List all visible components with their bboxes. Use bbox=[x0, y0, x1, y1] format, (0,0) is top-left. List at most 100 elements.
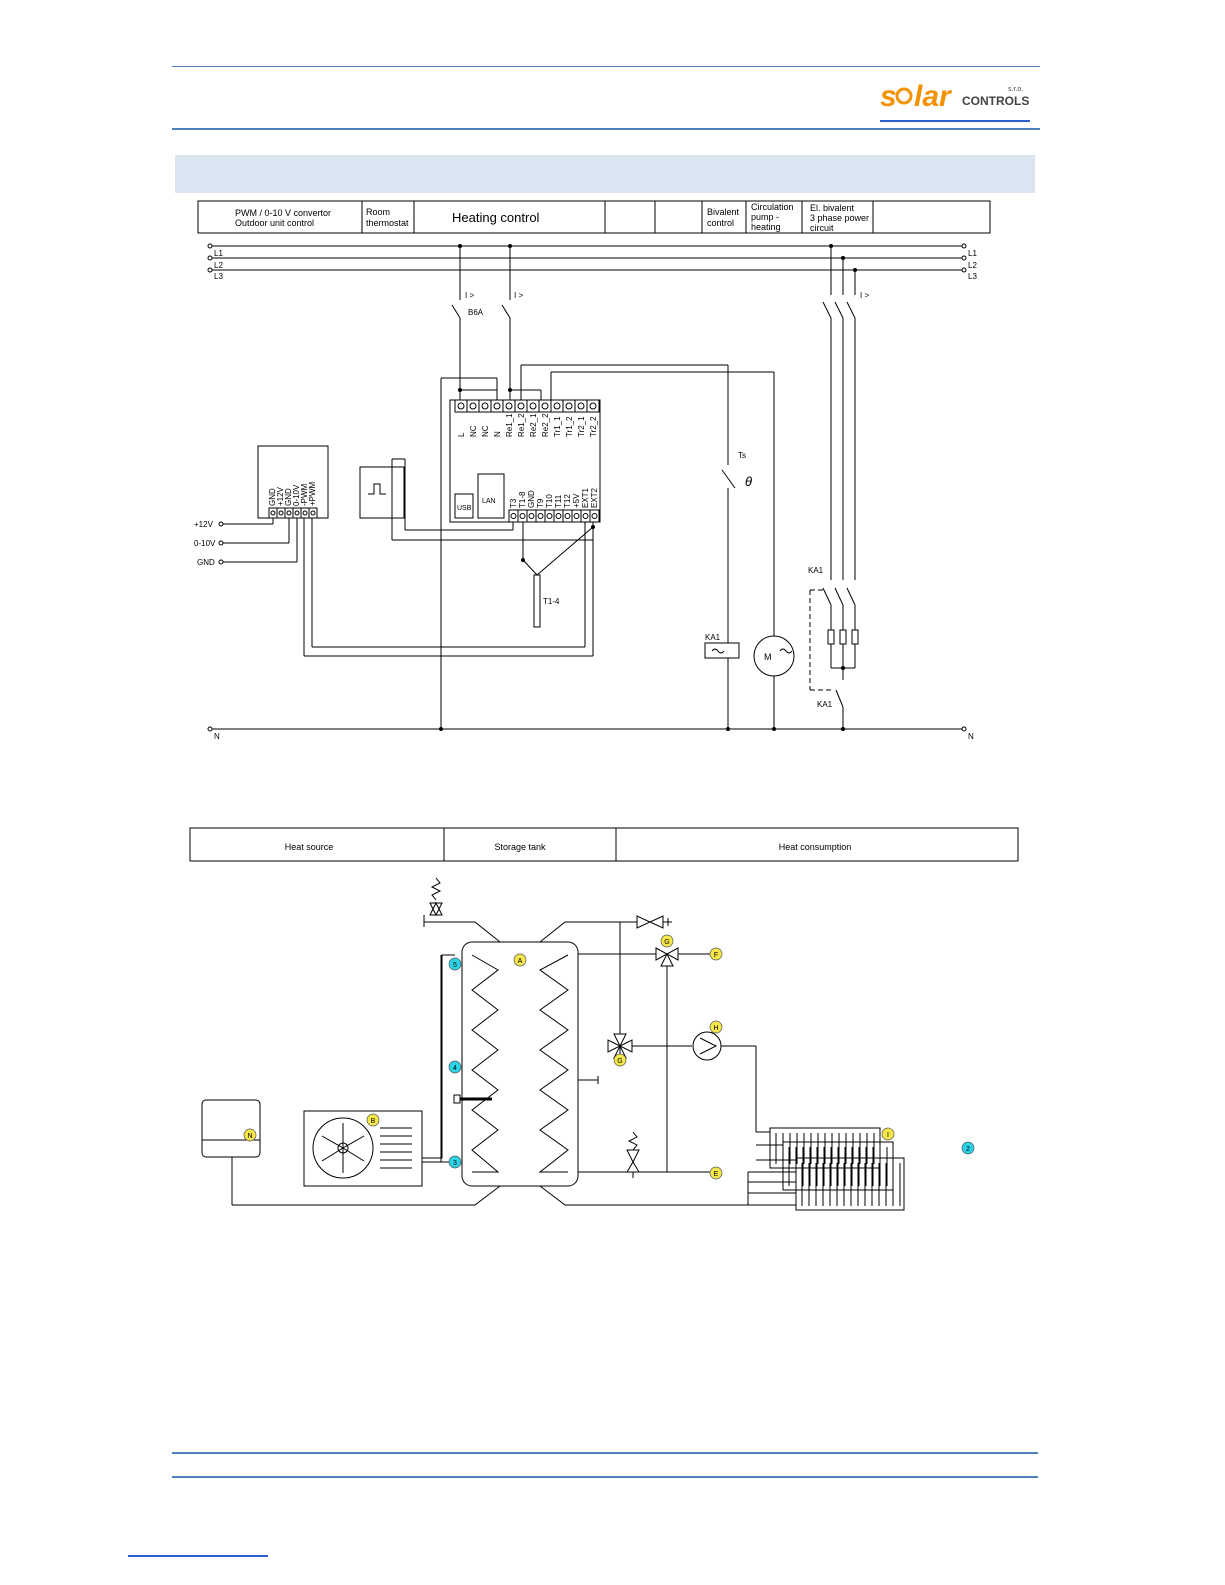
top-terminal-label: Re1_1 bbox=[505, 413, 514, 437]
header-room-2: thermostat bbox=[366, 218, 409, 228]
temperature-sensor bbox=[533, 574, 541, 628]
top-terminal-label: NC bbox=[481, 425, 490, 437]
breaker-symbol-3: I > bbox=[860, 291, 869, 300]
top-terminal bbox=[526, 399, 540, 413]
marker-cyan bbox=[448, 1060, 462, 1074]
wiring-diagram: PWM / 0-10 V convertor Outdoor unit cont… bbox=[194, 200, 991, 741]
top-terminal bbox=[454, 399, 468, 413]
contactor-label-2: KA1 bbox=[817, 700, 833, 709]
footer-link[interactable] bbox=[128, 1555, 268, 1557]
header-top-rule bbox=[172, 66, 1040, 67]
header-pump-2: pump - bbox=[751, 212, 779, 222]
top-terminal-label: NC bbox=[469, 425, 478, 437]
header-bottom-rule bbox=[172, 128, 1040, 130]
bottom-terminal bbox=[580, 509, 591, 523]
bottom-terminal bbox=[589, 509, 600, 523]
converter-input-010v: 0-10V bbox=[194, 539, 216, 548]
neutral-right: N bbox=[968, 732, 974, 741]
top-terminal-label: L bbox=[457, 432, 466, 437]
header-storage-tank: Storage tank bbox=[494, 842, 546, 852]
header-heat-consumption: Heat consumption bbox=[779, 842, 852, 852]
marker-yellow-label: N bbox=[247, 1133, 252, 1140]
bottom-terminal bbox=[553, 509, 564, 523]
bottom-terminal-label: T1-8 bbox=[518, 491, 527, 508]
bottom-terminal bbox=[526, 509, 537, 523]
header-el-bivalent-1: El. bivalent bbox=[810, 203, 855, 213]
converter-terminal bbox=[292, 507, 302, 519]
marker-yellow bbox=[881, 1127, 895, 1141]
top-terminal bbox=[574, 399, 588, 413]
header-heating-control: Heating control bbox=[452, 210, 540, 225]
bottom-terminal-label: EXT1 bbox=[581, 487, 590, 508]
marker-yellow-label: G bbox=[617, 1058, 622, 1065]
bottom-terminal bbox=[544, 509, 555, 523]
contactor-label-1: KA1 bbox=[808, 566, 824, 575]
converter-input-12v: +12V bbox=[194, 520, 214, 529]
bottom-terminal-label: T10 bbox=[545, 494, 554, 508]
motor-label: M bbox=[764, 652, 772, 662]
breaker-symbol-2: I > bbox=[514, 291, 523, 300]
sensor-label: T1-4 bbox=[543, 597, 560, 606]
bottom-terminal bbox=[562, 509, 573, 523]
footer-bottom-rule bbox=[172, 1476, 1038, 1478]
marker-yellow bbox=[709, 1020, 723, 1034]
control-unit bbox=[201, 1099, 261, 1158]
phase-l3-left: L3 bbox=[214, 272, 223, 281]
converter-terminal-label: GND bbox=[284, 488, 293, 506]
logo-part-1: s bbox=[880, 82, 897, 112]
sun-icon bbox=[895, 87, 913, 105]
usb-label: USB bbox=[457, 505, 472, 512]
top-terminal-label: Re2_1 bbox=[529, 413, 538, 437]
marker-yellow bbox=[709, 947, 723, 961]
lan-port bbox=[477, 473, 505, 519]
marker-yellow-label: I bbox=[887, 1132, 889, 1139]
hydraulic-diagram: Heat source Storage tank Heat consumptio… bbox=[189, 827, 1019, 1211]
phase-l1-right: L1 bbox=[968, 249, 977, 258]
phase-l2-left: L2 bbox=[214, 261, 223, 270]
top-terminal bbox=[478, 399, 492, 413]
marker-yellow bbox=[709, 1166, 723, 1180]
pwm-converter-box bbox=[257, 445, 329, 519]
converter-terminal bbox=[308, 507, 318, 519]
top-terminal-label: Tr1_2 bbox=[565, 416, 574, 437]
bottom-terminal-label: T9 bbox=[536, 498, 545, 508]
thermostat-label: Ts bbox=[738, 451, 746, 460]
bottom-terminal-label: GND bbox=[527, 490, 536, 508]
marker-yellow-label: B bbox=[371, 1118, 376, 1125]
breaker-symbol-1: I > bbox=[465, 291, 474, 300]
bottom-terminal bbox=[517, 509, 528, 523]
converter-input-gnd: GND bbox=[197, 558, 215, 567]
bottom-terminal-label: T11 bbox=[554, 494, 563, 508]
phase-l3-right: L3 bbox=[968, 272, 977, 281]
marker-yellow bbox=[366, 1113, 380, 1127]
company-logo: s lar CONTROLS s.r.o. bbox=[880, 80, 1035, 113]
converter-terminal-label: +PWM bbox=[308, 481, 317, 506]
converter-terminal bbox=[284, 507, 294, 519]
website-link[interactable] bbox=[880, 120, 1030, 122]
top-terminal-label: Re2_2 bbox=[541, 413, 550, 437]
outdoor-unit bbox=[303, 1110, 423, 1187]
bottom-terminal-label: EXT2 bbox=[590, 487, 599, 508]
bottom-terminal-label: T3 bbox=[509, 498, 518, 508]
top-terminal bbox=[514, 399, 528, 413]
marker-yellow bbox=[243, 1128, 257, 1142]
logo-suffix: s.r.o. bbox=[1008, 86, 1023, 93]
top-terminal bbox=[562, 399, 576, 413]
converter-terminal-label: 0-10V bbox=[292, 484, 301, 506]
theta-symbol: θ bbox=[745, 474, 752, 489]
logo-part-2: lar bbox=[914, 82, 953, 112]
contactor-coil bbox=[704, 642, 740, 659]
marker-cyan-label: 5 bbox=[453, 962, 457, 969]
top-terminal bbox=[466, 399, 480, 413]
header-pump-3: heating bbox=[751, 222, 781, 232]
top-terminal-label: Tr1_1 bbox=[553, 416, 562, 437]
marker-yellow-label: H bbox=[713, 1025, 718, 1032]
converter-terminal bbox=[300, 507, 310, 519]
bottom-terminal bbox=[535, 509, 546, 523]
fan-icon bbox=[312, 1117, 374, 1179]
converter-terminal-label: +12V bbox=[276, 486, 285, 506]
marker-yellow bbox=[513, 953, 527, 967]
marker-yellow-label: A bbox=[518, 958, 523, 965]
marker-yellow bbox=[660, 934, 674, 948]
top-terminal bbox=[490, 399, 504, 413]
